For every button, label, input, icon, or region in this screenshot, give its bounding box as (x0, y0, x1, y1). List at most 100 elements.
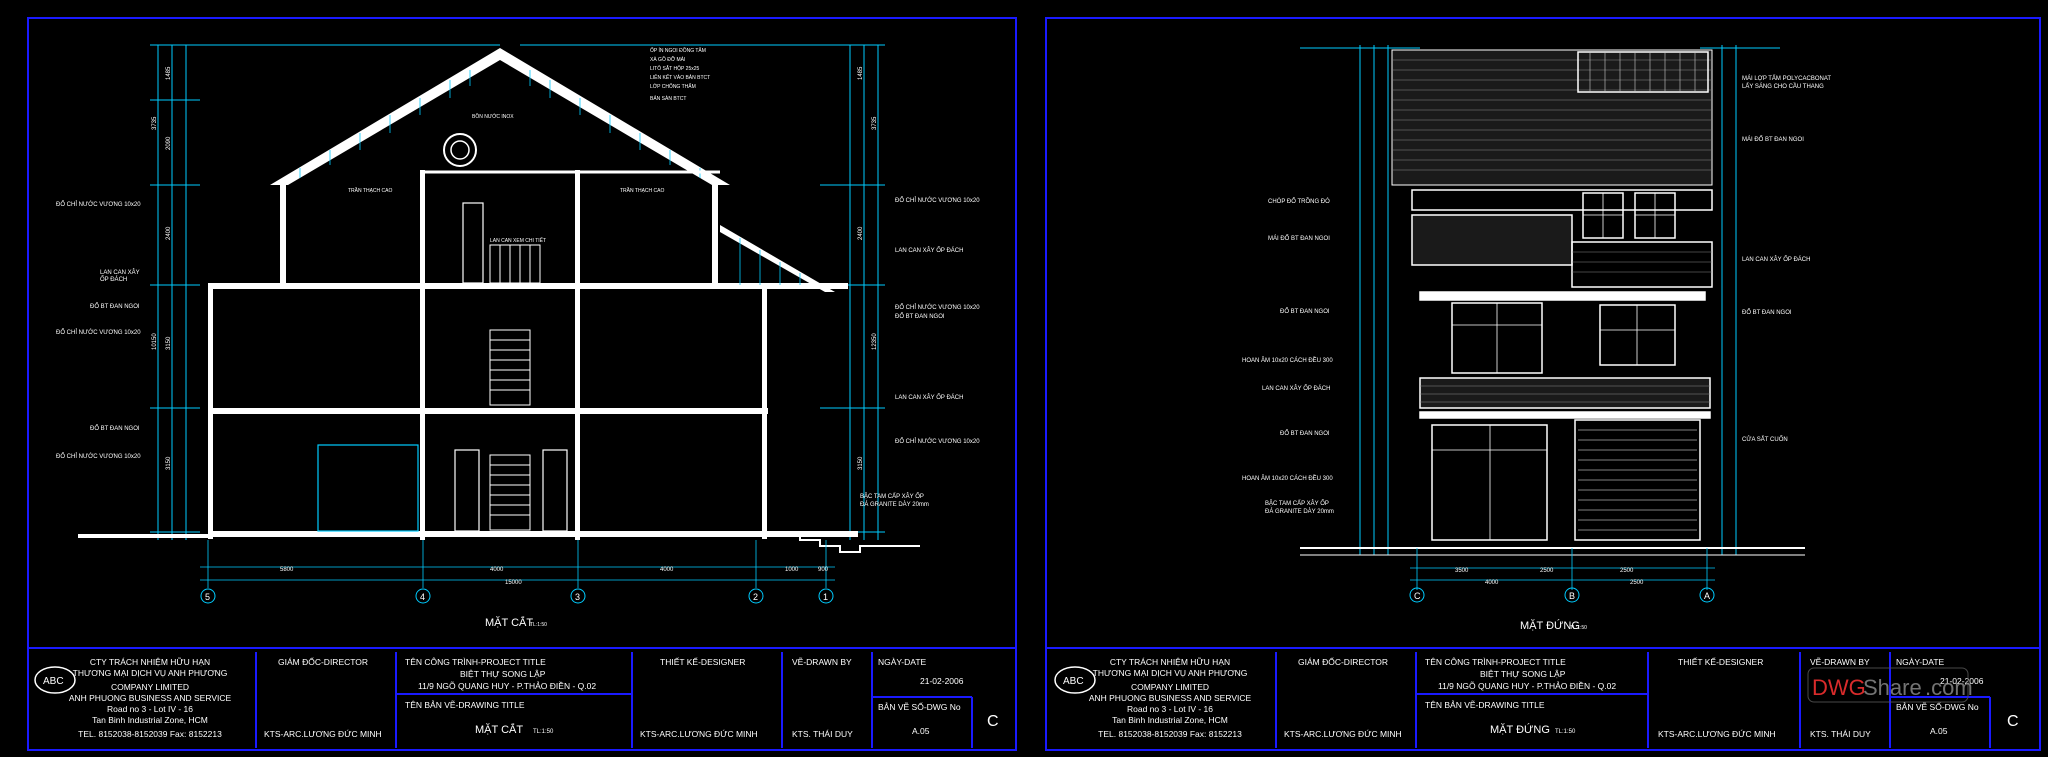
svg-text:2090: 2090 (166, 136, 172, 150)
svg-text:COMPANY LIMITED: COMPANY LIMITED (111, 682, 189, 692)
project-line1: BIỆT THỰ SONG LẬP (1480, 669, 1566, 679)
tb-drawing-scale: TL:1:50 (533, 729, 554, 735)
project-line2: 11/9 NGÕ QUANG HUY - P.THẢO ĐIỀN - Q.02 (1438, 680, 1616, 691)
svg-text:TEL. 8152038-8152039 Fax: 815: TEL. 8152038-8152039 Fax: 8152213 (1098, 729, 1242, 739)
svg-text:ĐỔ CHỈ NƯỚC VƯƠNG 10x20: ĐỔ CHỈ NƯỚC VƯƠNG 10x20 (895, 304, 980, 311)
svg-text:LAN CAN XÂY ỐP ĐÁCH: LAN CAN XÂY ỐP ĐÁCH (895, 247, 963, 254)
svg-text:3: 3 (575, 592, 580, 602)
svg-text:LẤY SÁNG CHO CẦU THANG: LẤY SÁNG CHO CẦU THANG (1742, 83, 1824, 90)
date-value: 21-02-2006 (1940, 676, 1984, 686)
tb-drawing-title: MẶT ĐỨNG (1490, 723, 1550, 736)
sheet-elevation: 3500 2500 2500 4000 2500 C B A CHÓP ĐỔ T… (1045, 17, 2041, 751)
svg-text:ABC: ABC (43, 676, 64, 687)
svg-text:.com: .com (1925, 675, 1973, 700)
svg-text:3150: 3150 (166, 456, 172, 470)
axis-bubbles: C B A (1409, 587, 1715, 603)
company-logo: ABC (34, 666, 76, 694)
axis-bubbles: 5 4 3 2 1 (200, 588, 834, 604)
dwg-number: A.05 (912, 726, 930, 736)
dim-texts-right: 1485 3735 2400 12350 3150 (858, 66, 878, 470)
svg-text:12350: 12350 (872, 333, 878, 350)
drawing-scale: TL:1:50 (1570, 625, 1587, 631)
designer-label: THIẾT KẾ-DESIGNER (660, 657, 745, 667)
svg-text:ĐỔ BT ĐAN NGOI: ĐỔ BT ĐAN NGOI (1280, 308, 1330, 315)
grid-axes (200, 540, 835, 588)
svg-text:LAN CAN XÂY: LAN CAN XÂY (100, 269, 140, 276)
company-info: CTY TRÁCH NHIỆM HỮU HẠN THƯƠNG MẠI DỊCH … (1089, 657, 1252, 739)
svg-text:CHÓP ĐỔ TRỒNG ĐÓ: CHÓP ĐỔ TRỒNG ĐÓ (1268, 198, 1330, 205)
svg-text:1485: 1485 (166, 66, 172, 80)
bottom-dims: 3500 2500 2500 4000 2500 (1455, 568, 1644, 586)
svg-text:HOAN ÂM 10x20 CÁCH ĐỀU 300: HOAN ÂM 10x20 CÁCH ĐỀU 300 (1242, 357, 1333, 364)
svg-text:LỚP CHỐNG THẤM: LỚP CHỐNG THẤM (650, 83, 696, 90)
svg-text:TEL. 8152038-8152039 Fax: 815: TEL. 8152038-8152039 Fax: 8152213 (78, 729, 222, 739)
svg-text:COMPANY LIMITED: COMPANY LIMITED (1131, 682, 1209, 692)
project-line1: BIỆT THỰ SONG LẬP (460, 669, 546, 679)
labels-inner: BỒN NƯỚC INOX TRẦN THẠCH CAO TRẦN THẠCH … (348, 113, 664, 244)
svg-text:ĐỔ BT ĐAN NGOI: ĐỔ BT ĐAN NGOI (1280, 430, 1330, 437)
foundation-steps (767, 533, 920, 553)
building-section (78, 170, 858, 540)
svg-text:2400: 2400 (858, 226, 864, 240)
svg-text:4000: 4000 (490, 567, 504, 573)
project-label: TÊN CÔNG TRÌNH-PROJECT TITLE (405, 657, 546, 667)
svg-text:BỒN NƯỚC INOX: BỒN NƯỚC INOX (472, 113, 514, 120)
svg-text:ỐP ÍN NGOI ĐỒNG TÂM: ỐP ÍN NGOI ĐỒNG TÂM (650, 47, 706, 54)
svg-text:LAN CAN XÂY ỐP ĐÁCH: LAN CAN XÂY ỐP ĐÁCH (1742, 256, 1810, 263)
dimension-lines-right (1700, 45, 1780, 555)
svg-text:3735: 3735 (872, 116, 878, 130)
window-grids (1432, 193, 1675, 540)
company-info: CTY TRÁCH NHIỆM HỮU HẠN THƯƠNG MẠI DỊCH … (69, 657, 232, 739)
rolling-shutter (1578, 429, 1697, 531)
svg-text:ĐÁ GRANITE DÀY 20mm: ĐÁ GRANITE DÀY 20mm (1265, 508, 1334, 515)
svg-text:LAN CAN XEM CHI TIẾT: LAN CAN XEM CHI TIẾT (490, 237, 546, 244)
svg-text:B: B (1569, 591, 1575, 601)
svg-text:TRẦN THẠCH CAO: TRẦN THẠCH CAO (348, 187, 392, 194)
sheet-frame (1045, 17, 2041, 751)
roof-tiles (1391, 49, 1713, 186)
director-name: KTS-ARC.LƯƠNG ĐỨC MINH (1284, 729, 1402, 739)
sheet-section: 1485 3735 2090 2400 10150 3150 3150 1485… (27, 17, 1017, 751)
labels-right: ĐỔ CHỈ NƯỚC VƯƠNG 10x20 LAN CAN XÂY ỐP Đ… (860, 197, 980, 508)
project-line2: 11/9 NGÕ QUANG HUY - P.THẢO ĐIỀN - Q.02 (418, 680, 596, 691)
drawn-name: KTS. THÁI DUY (1810, 729, 1871, 739)
svg-text:CỬA SẮT CUỐN: CỬA SẮT CUỐN (1742, 435, 1788, 443)
svg-text:Road no 3 - Lot IV - 16: Road no 3 - Lot IV - 16 (1127, 704, 1213, 714)
roof (270, 48, 730, 185)
svg-text:ĐỔ CHỈ NƯỚC VƯƠNG 10x20: ĐỔ CHỈ NƯỚC VƯƠNG 10x20 (56, 329, 141, 336)
svg-text:LIÊN KẾT VÀO BẢN BTCT: LIÊN KẾT VÀO BẢN BTCT (650, 73, 710, 81)
svg-text:ỐP ĐÁCH: ỐP ĐÁCH (100, 276, 127, 283)
drawing-title: MẶT ĐỨNG (1520, 619, 1580, 632)
svg-text:THƯƠNG MẠI DỊCH VỤ ANH PHƯƠNG: THƯƠNG MẠI DỊCH VỤ ANH PHƯƠNG (73, 668, 228, 678)
svg-text:ĐÁ GRANITE DÀY 20mm: ĐÁ GRANITE DÀY 20mm (860, 501, 929, 508)
svg-text:LITÔ SẮT HỘP 25x25: LITÔ SẮT HỘP 25x25 (650, 64, 700, 72)
svg-text:ĐỔ BT ĐAN NGOI: ĐỔ BT ĐAN NGOI (90, 303, 140, 310)
svg-text:ĐỔ BT ĐAN NGOI: ĐỔ BT ĐAN NGOI (1742, 309, 1792, 316)
revision: C (987, 713, 999, 730)
drawing-scale: TL:1:50 (530, 622, 547, 628)
director-label: GIÁM ĐỐC-DIRECTOR (278, 656, 368, 667)
svg-text:Tan Binh Industrial Zone, HCM: Tan Binh Industrial Zone, HCM (1112, 715, 1228, 725)
svg-text:2400: 2400 (166, 226, 172, 240)
dimension-lines-left (150, 44, 500, 540)
doors (317, 202, 568, 532)
svg-text:MÁI ĐỔ BT ĐAN NGOI: MÁI ĐỔ BT ĐAN NGOI (1268, 235, 1330, 242)
svg-text:MÁI LỢP TẤM POLYCACBONAT: MÁI LỢP TẤM POLYCACBONAT (1742, 75, 1831, 82)
svg-text:BẢN SÀN BTCT: BẢN SÀN BTCT (650, 95, 686, 102)
svg-text:15000: 15000 (505, 580, 522, 586)
designer-name: KTS-ARC.LƯƠNG ĐỨC MINH (640, 729, 758, 739)
svg-text:1: 1 (823, 592, 828, 602)
drawn-label: VẼ-DRAWN BY (792, 657, 852, 667)
dim-texts-left: 1485 3735 2090 2400 10150 3150 3150 (152, 66, 172, 470)
svg-text:Tan Binh Industrial Zone, HCM: Tan Binh Industrial Zone, HCM (92, 715, 208, 725)
svg-text:CTY TRÁCH NHIỆM HỮU HẠN: CTY TRÁCH NHIỆM HỮU HẠN (1110, 657, 1230, 667)
designer-label: THIẾT KẾ-DESIGNER (1678, 657, 1763, 667)
drawing-label: TÊN BẢN VẼ-DRAWING TITLE (405, 699, 525, 710)
svg-text:3735: 3735 (152, 116, 158, 130)
svg-text:XÀ GỒ ĐỠ MÁI: XÀ GỒ ĐỠ MÁI (650, 56, 685, 63)
svg-text:ĐỔ CHỈ NƯỚC VƯƠNG 10x20: ĐỔ CHỈ NƯỚC VƯƠNG 10x20 (895, 438, 980, 445)
svg-text:Share: Share (1863, 675, 1922, 700)
svg-text:BẬC TAM CẤP XÂY ỐP: BẬC TAM CẤP XÂY ỐP (1265, 500, 1329, 507)
svg-text:ĐỔ BT ĐAN NGOI: ĐỔ BT ĐAN NGOI (90, 425, 140, 432)
svg-text:3150: 3150 (858, 456, 864, 470)
